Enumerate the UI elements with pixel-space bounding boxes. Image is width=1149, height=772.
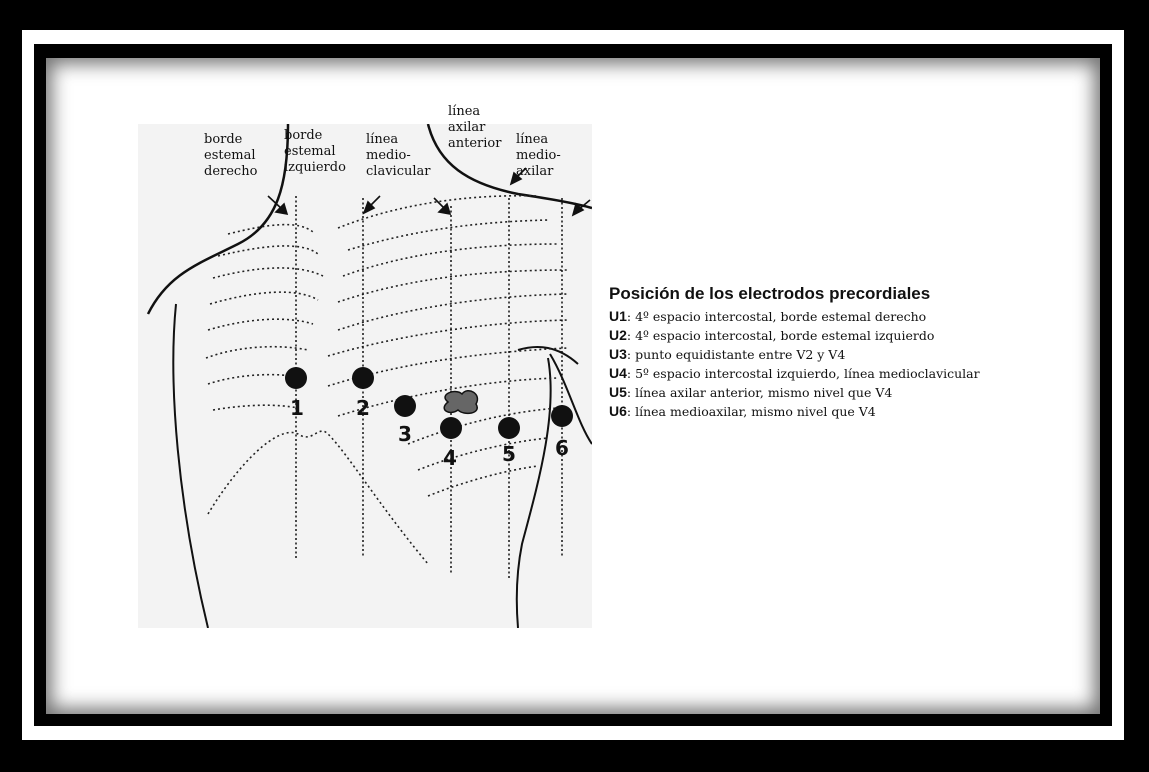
legend-key: U4 — [609, 365, 627, 381]
label-linea-axilar-anterior: línea axilar anterior — [448, 104, 501, 152]
legend-text: : 4º espacio intercostal, borde estemal … — [627, 309, 926, 324]
chest-outline-drawing — [138, 124, 592, 628]
electrode-2 — [352, 367, 374, 389]
electrode-number-4: 4 — [443, 446, 457, 470]
electrode-number-2: 2 — [356, 396, 370, 420]
label-borde-esternal-derecho: borde estemal derecho — [204, 132, 257, 180]
chest-diagram: borde estemal derecho borde estemal izqu… — [138, 124, 592, 628]
electrode-number-3: 3 — [398, 422, 412, 446]
legend-key: U2 — [609, 327, 627, 343]
legend-text: : punto equidistante entre V2 y V4 — [627, 347, 845, 362]
legend-key: U3 — [609, 346, 627, 362]
legend-key: U1 — [609, 308, 627, 324]
legend-key: U5 — [609, 384, 627, 400]
electrode-4 — [440, 417, 462, 439]
electrode-legend: Posición de los electrodos precordiales … — [609, 284, 1089, 421]
electrode-6 — [551, 405, 573, 427]
legend-text: : línea medioaxilar, mismo nivel que V4 — [627, 404, 876, 419]
label-linea-medioclavicular: línea medio- clavicular — [366, 132, 430, 180]
legend-item-v1: U1: 4º espacio intercostal, borde estema… — [609, 307, 1089, 326]
legend-text: : 4º espacio intercostal, borde estemal … — [627, 328, 934, 343]
legend-text: : línea axilar anterior, mismo nivel que… — [627, 385, 892, 400]
electrode-1 — [285, 367, 307, 389]
label-borde-esternal-izquierdo: borde estemal izquierdo — [284, 128, 346, 176]
electrode-3 — [394, 395, 416, 417]
figure-content: borde estemal derecho borde estemal izqu… — [46, 58, 1100, 714]
legend-title: Posición de los electrodos precordiales — [609, 284, 1089, 304]
legend-item-v6: U6: línea medioaxilar, mismo nivel que V… — [609, 402, 1089, 421]
legend-item-v4: U4: 5º espacio intercostal izquierdo, lí… — [609, 364, 1089, 383]
legend-key: U6 — [609, 403, 627, 419]
legend-item-v3: U3: punto equidistante entre V2 y V4 — [609, 345, 1089, 364]
legend-item-v5: U5: línea axilar anterior, mismo nivel q… — [609, 383, 1089, 402]
legend-item-v2: U2: 4º espacio intercostal, borde estema… — [609, 326, 1089, 345]
right-arm-inner-outline — [550, 354, 592, 444]
electrode-number-6: 6 — [555, 436, 569, 460]
electrode-5 — [498, 417, 520, 439]
electrode-number-1: 1 — [290, 396, 304, 420]
label-linea-medioaxilar: línea medio- axilar — [516, 132, 561, 180]
electrode-dots — [285, 367, 573, 439]
reference-lines — [296, 196, 562, 578]
left-flank-outline — [173, 304, 208, 628]
right-flank-outline — [517, 358, 551, 628]
rib-lines — [206, 196, 568, 564]
heart-mark — [444, 391, 477, 414]
electrode-number-5: 5 — [502, 442, 516, 466]
legend-text: : 5º espacio intercostal izquierdo, líne… — [627, 366, 980, 381]
